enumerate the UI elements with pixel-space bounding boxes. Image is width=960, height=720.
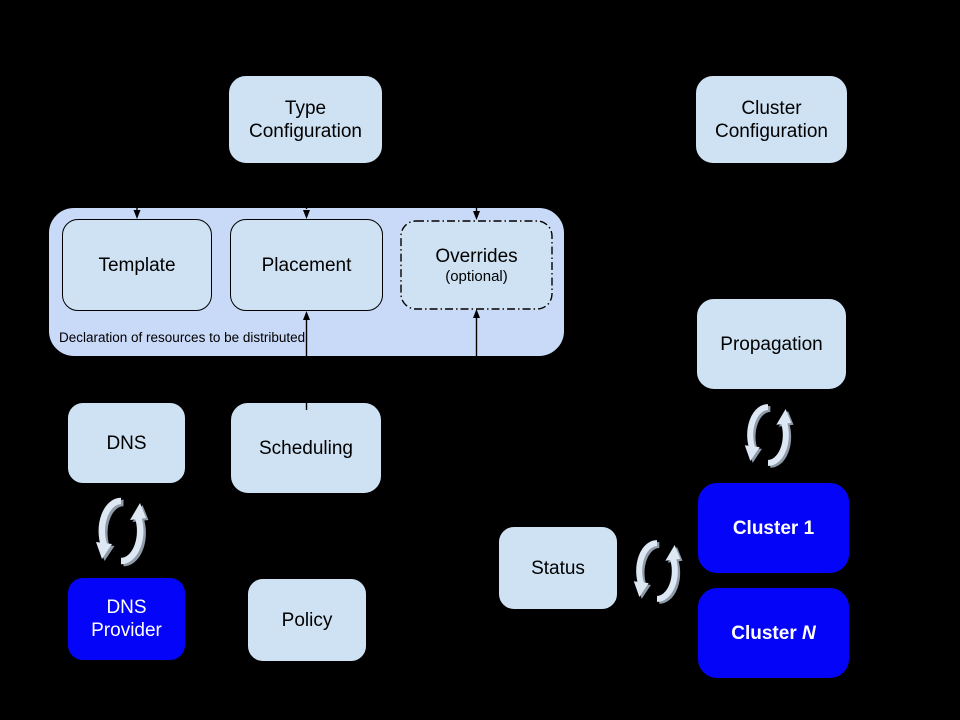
- cluster-n-box: Cluster N: [697, 587, 850, 679]
- cluster-configuration-line1: Cluster: [741, 97, 802, 119]
- scheduling-box: Scheduling: [230, 402, 382, 494]
- cluster-n-number: N: [802, 622, 816, 644]
- overrides-title: Overrides: [435, 245, 518, 267]
- policy-box: Policy: [247, 578, 367, 662]
- status-box: Status: [498, 526, 618, 610]
- propagation-box: Propagation: [696, 298, 847, 390]
- placement-box: Placement: [230, 219, 383, 311]
- type-configuration-box: Type Configuration: [228, 75, 383, 164]
- cluster-configuration-line2: Configuration: [714, 120, 829, 142]
- dns-label: DNS: [106, 432, 147, 454]
- propagation-label: Propagation: [720, 333, 823, 355]
- overrides-subtitle: (optional): [445, 267, 508, 285]
- cluster-1-label: Cluster 1: [733, 517, 814, 540]
- cluster-n-label: Cluster N: [731, 622, 815, 645]
- type-configuration-label: Type Configuration: [249, 97, 362, 143]
- dns-provider-line1: DNS: [106, 597, 147, 618]
- cluster-configuration-box: Cluster Configuration: [695, 75, 848, 164]
- scheduling-label: Scheduling: [258, 437, 354, 459]
- cluster-1-box: Cluster 1: [697, 482, 850, 574]
- dns-box: DNS: [67, 402, 186, 484]
- dns-provider-box: DNS Provider: [67, 577, 186, 661]
- template-label: Template: [98, 254, 176, 276]
- cluster-configuration-label: Cluster Configuration: [715, 97, 828, 143]
- cluster-1-prefix: Cluster: [732, 517, 804, 539]
- container-caption: Declaration of resources to be distribut…: [59, 330, 306, 345]
- policy-label: Policy: [281, 609, 333, 631]
- type-configuration-line2: Configuration: [248, 120, 363, 142]
- type-configuration-line1: Type: [284, 97, 327, 119]
- status-label: Status: [531, 557, 585, 579]
- sync-icon-propagation-cluster: [744, 404, 794, 468]
- sync-icon-status-cluster: [633, 540, 683, 604]
- dns-provider-line2: Provider: [91, 620, 162, 641]
- cluster-n-prefix: Cluster: [731, 622, 802, 644]
- template-box: Template: [62, 219, 212, 311]
- overrides-box: Overrides (optional): [400, 220, 553, 310]
- sync-icon-dns-provider: [96, 497, 149, 567]
- overrides-label: Overrides (optional): [435, 245, 517, 286]
- cluster-1-number: 1: [803, 517, 815, 539]
- placement-label: Placement: [261, 254, 352, 276]
- dns-provider-label: DNS Provider: [91, 596, 162, 642]
